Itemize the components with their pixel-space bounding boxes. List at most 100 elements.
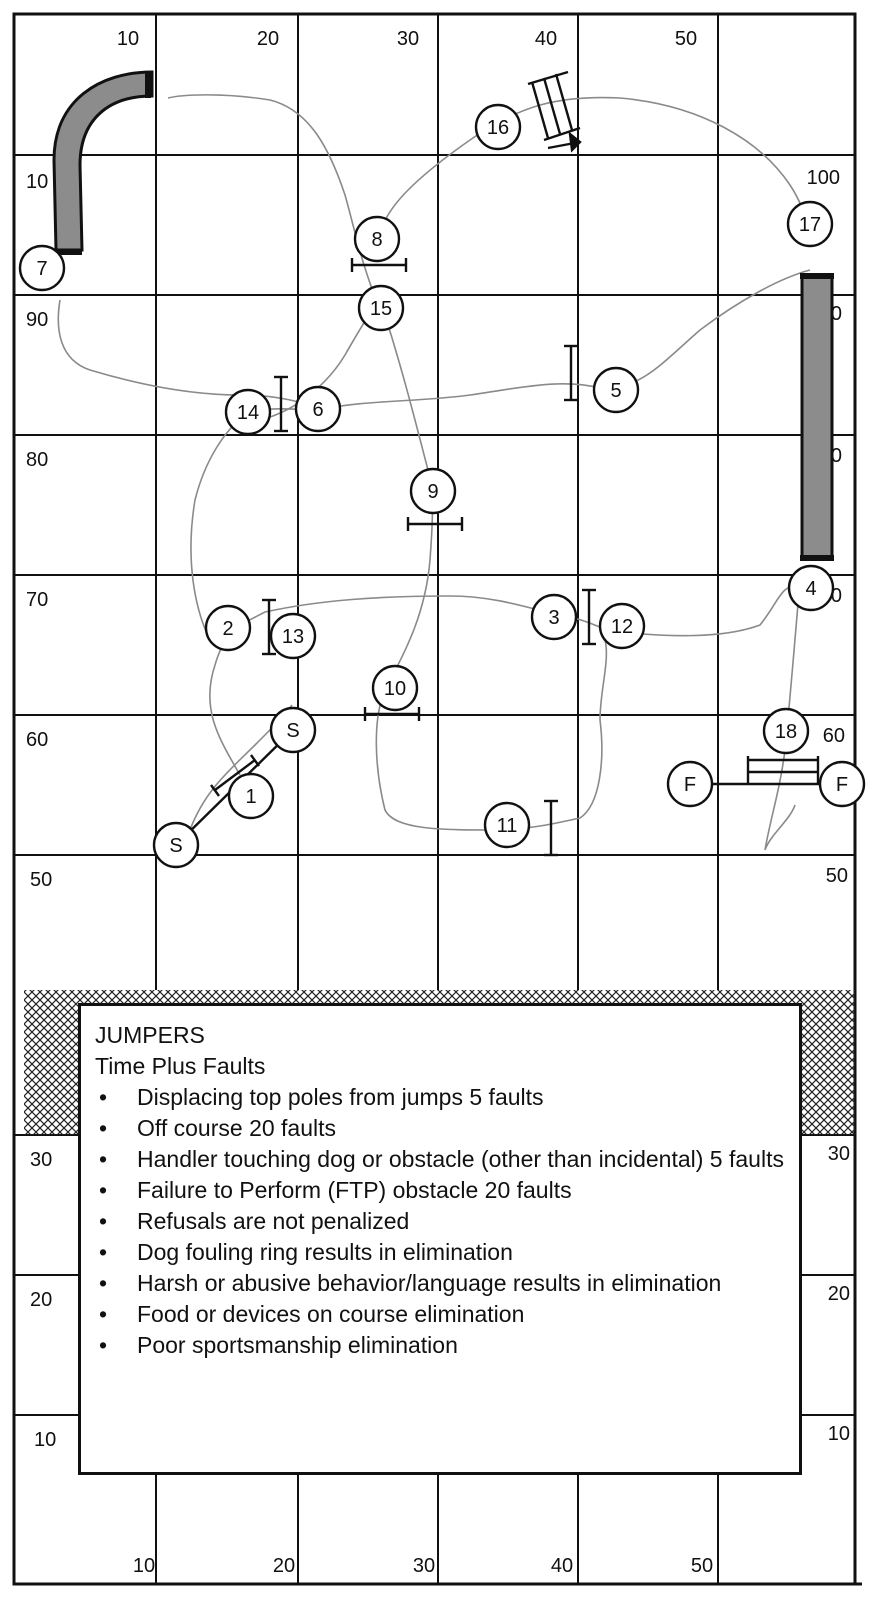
bottom-axis-label: 10	[133, 1555, 155, 1577]
obstacle-number: 14	[237, 402, 259, 424]
rule-item: Off course 20 faults	[95, 1113, 785, 1144]
obstacle-marker-6: 6	[294, 385, 342, 433]
bottom-axis-label: 20	[273, 1555, 295, 1577]
finish-marker-label: F	[684, 774, 696, 796]
rule-item: Refusals are not penalized	[95, 1206, 785, 1237]
right-axis-label: 30	[828, 1143, 850, 1165]
obstacle-marker-9: 9	[409, 467, 457, 515]
obstacle-marker-10: 10	[371, 664, 419, 712]
obstacle-number: 5	[610, 380, 621, 402]
obstacle-marker-circle	[269, 612, 317, 660]
finish-marker-circle	[666, 760, 714, 808]
obstacle-number: 12	[611, 616, 633, 638]
obstacle-marker-17: 17	[786, 200, 834, 248]
obstacle-number: 11	[497, 815, 518, 837]
obstacle-number: 3	[548, 607, 559, 629]
obstacle-marker-circle	[18, 244, 66, 292]
obstacle-marker-circle	[371, 664, 419, 712]
obstacle-marker-11: 11	[483, 801, 531, 849]
obstacle-number: 10	[384, 678, 406, 700]
obstacle-marker-1: 1	[227, 772, 275, 820]
grid-lines	[14, 14, 855, 1584]
obstacle-marker-8: 8	[353, 215, 401, 263]
obstacle-marker-circle	[353, 215, 401, 263]
rule-item: Failure to Perform (FTP) obstacle 20 fau…	[95, 1175, 785, 1206]
finish-marker-circle	[818, 760, 866, 808]
obstacle-marker-circle	[409, 467, 457, 515]
obstacle-number: 18	[775, 721, 797, 743]
bottom-axis-labels: 10 20 30 40 50	[133, 1555, 713, 1577]
obstacle-number: 8	[371, 229, 382, 251]
rule-item: Food or devices on course elimination	[95, 1299, 785, 1330]
obstacle-number: 15	[370, 298, 392, 320]
top-axis-label: 10	[117, 28, 139, 50]
obstacle-marker-13: 13	[269, 612, 317, 660]
jump-bars	[210, 258, 596, 857]
start-marker-circle	[269, 706, 317, 754]
rule-item: Harsh or abusive behavior/language resul…	[95, 1268, 785, 1299]
bottom-axis-label: 30	[413, 1555, 435, 1577]
tunnel-7	[52, 70, 154, 252]
rules-title: JUMPERS	[95, 1022, 205, 1048]
obstacle-marker-circle	[483, 801, 531, 849]
dog-path	[57, 94, 811, 851]
finish-marker-label: F	[836, 774, 848, 796]
right-axis-label: 0	[831, 445, 842, 467]
obstacle-number: 16	[487, 117, 509, 139]
start-marker-label: S	[286, 720, 299, 742]
finish-marker: F	[666, 760, 714, 808]
left-axis-label: 70	[26, 589, 48, 611]
left-axis-label: 50	[30, 869, 52, 891]
bottom-axis-label: 50	[691, 1555, 713, 1577]
right-axis-label: 20	[828, 1283, 850, 1305]
rule-item: Handler touching dog or obstacle (other …	[95, 1144, 785, 1175]
top-axis-label: 20	[257, 28, 279, 50]
right-axis-label: 10	[828, 1423, 850, 1445]
triple-jump-16	[527, 70, 582, 153]
obstacle-number: 17	[799, 214, 821, 236]
obstacle-marker-2: 2	[204, 604, 252, 652]
finish-marker: F	[818, 760, 866, 808]
left-axis-label: 80	[26, 449, 48, 471]
right-axis-label: 0	[831, 303, 842, 325]
obstacle-marker-4: 4	[787, 564, 835, 612]
left-axis-label: 60	[26, 729, 48, 751]
left-axis-label: 20	[30, 1289, 52, 1311]
obstacle-marker-5: 5	[592, 366, 640, 414]
rule-item: Displacing top poles from jumps 5 faults	[95, 1082, 785, 1113]
obstacle-marker-circle	[224, 388, 272, 436]
tunnel-4	[800, 274, 834, 560]
left-axis-label: 10	[34, 1429, 56, 1451]
obstacle-marker-circle	[294, 385, 342, 433]
obstacle-number: 1	[245, 786, 256, 808]
bottom-axis-label: 40	[551, 1555, 573, 1577]
left-axis-label: 30	[30, 1149, 52, 1171]
right-axis-label: 60	[823, 725, 845, 747]
obstacle-marker-circle	[227, 772, 275, 820]
obstacle-marker-circle	[592, 366, 640, 414]
top-axis-label: 30	[397, 28, 419, 50]
obstacle-number: 2	[222, 618, 233, 640]
obstacle-number: 4	[805, 578, 816, 600]
obstacle-marker-circle	[787, 564, 835, 612]
obstacle-number: 6	[312, 399, 323, 421]
right-axis-label: 50	[826, 865, 848, 887]
obstacle-marker-circle	[474, 103, 522, 151]
obstacle-marker-18: 18	[762, 707, 810, 755]
rules-subtitle: Time Plus Faults	[95, 1053, 266, 1079]
obstacle-marker-circle	[357, 284, 405, 332]
obstacle-marker-16: 16	[474, 103, 522, 151]
rules-list: Displacing top poles from jumps 5 faults…	[95, 1082, 785, 1361]
start-marker-label: S	[169, 835, 182, 857]
obstacle-marker-circle	[598, 602, 646, 650]
obstacle-number: 9	[427, 481, 438, 503]
obstacle-marker-3: 3	[530, 593, 578, 641]
rule-item: Dog fouling ring results in elimination	[95, 1237, 785, 1268]
obstacle-marker-circle	[762, 707, 810, 755]
rule-item: Poor sportsmanship elimination	[95, 1330, 785, 1361]
left-axis-label: 10	[26, 171, 48, 193]
top-axis-label: 40	[535, 28, 557, 50]
